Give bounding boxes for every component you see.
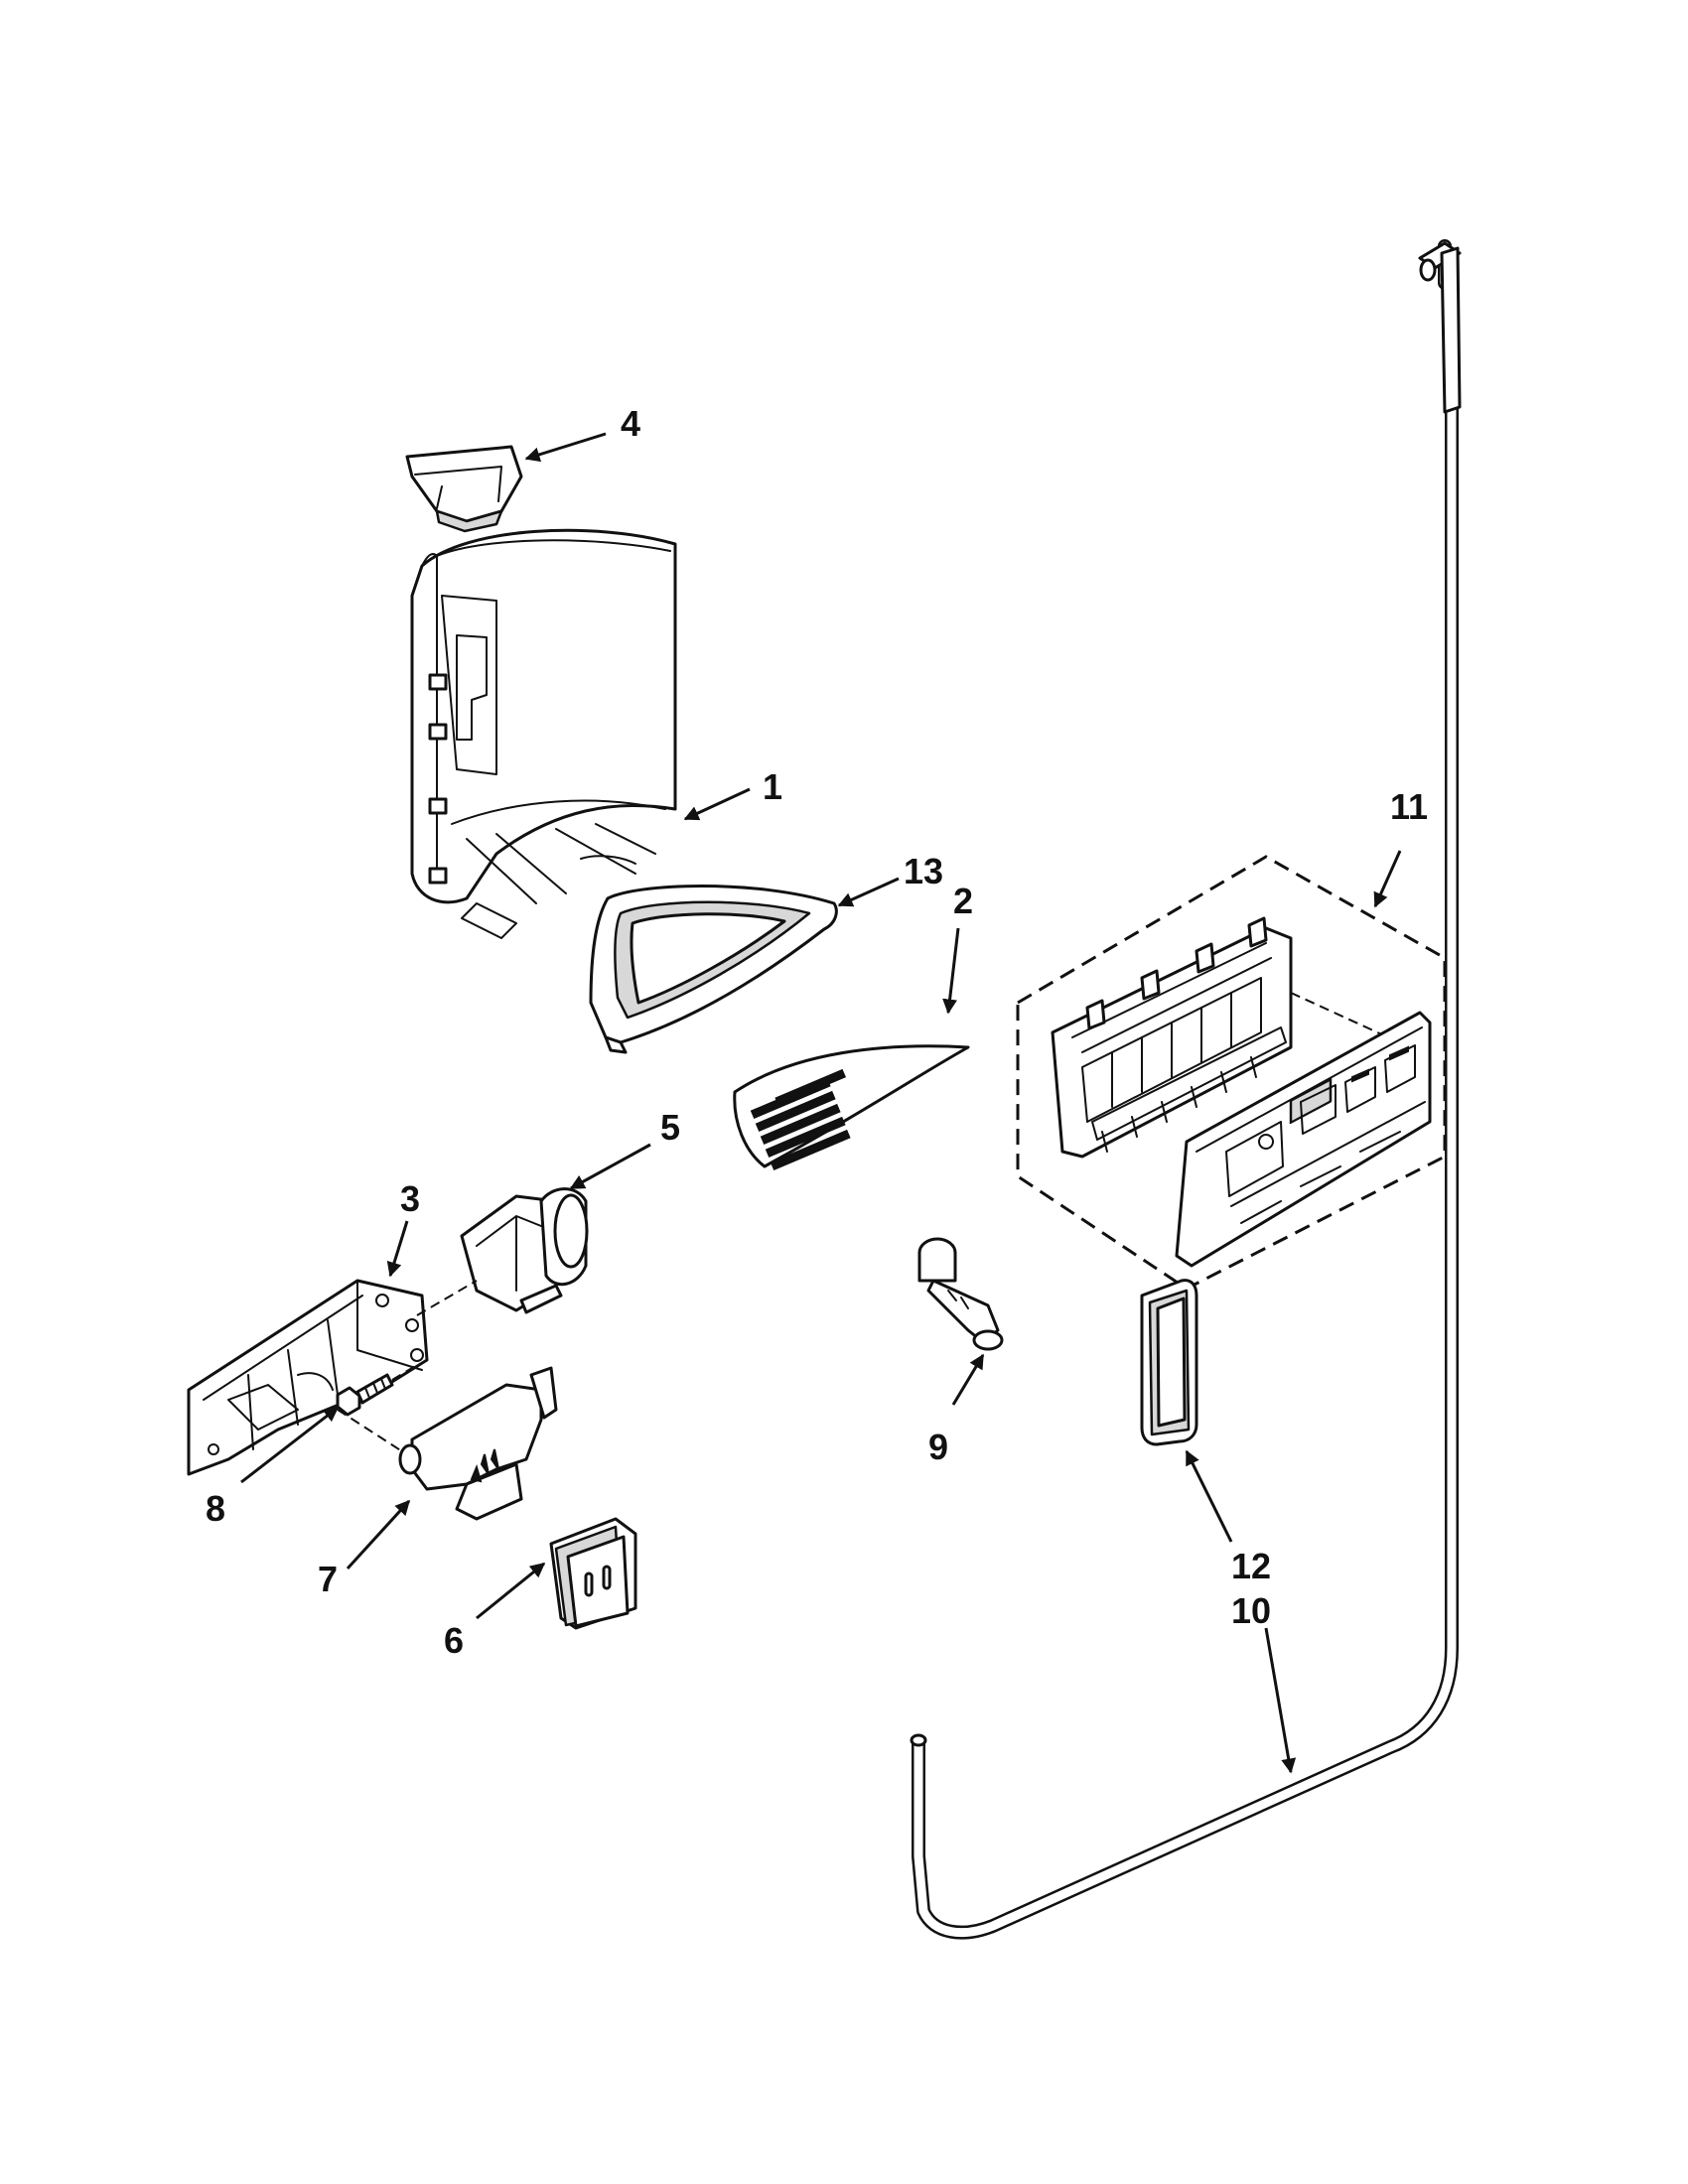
- leader-7: [346, 1499, 411, 1570]
- leader-2: [942, 927, 960, 1015]
- leader-8: [240, 1406, 340, 1484]
- leader-lines: [240, 432, 1402, 1774]
- leader-3: [386, 1220, 409, 1278]
- part-13-door-frame: [589, 885, 838, 1054]
- leader-12: [1185, 1449, 1233, 1543]
- part-2-grille: [733, 1044, 970, 1171]
- callout-3: 3: [400, 1178, 420, 1219]
- part-6-pad: [549, 1517, 637, 1630]
- leader-10: [1264, 1627, 1297, 1774]
- part-1-chute-housing: [410, 528, 677, 939]
- callout-2: 2: [953, 881, 973, 921]
- part-5-actuator: [460, 1187, 589, 1314]
- leader-11: [1373, 850, 1402, 908]
- part-10-water-tube: [910, 239, 1462, 1940]
- leader-1: [683, 787, 751, 821]
- callout-1: 1: [763, 766, 782, 807]
- callout-6: 6: [444, 1620, 464, 1661]
- part-9-water-elbow: [917, 1237, 1004, 1351]
- callout-13: 13: [904, 851, 943, 891]
- leader-5: [569, 1143, 651, 1190]
- callout-8: 8: [206, 1488, 225, 1529]
- callout-4: 4: [621, 403, 640, 444]
- callout-9: 9: [928, 1427, 948, 1467]
- callout-7: 7: [318, 1559, 338, 1599]
- leader-4: [524, 432, 607, 463]
- part-8-screw: [336, 1364, 418, 1417]
- part-7-switch: [337, 1366, 558, 1521]
- callout-11: 11: [1390, 786, 1428, 827]
- leader-13: [837, 877, 900, 907]
- part-11-control-assembly: [1016, 855, 1447, 1291]
- callout-numbers: 4 1 13 2 11 5 3 8 9 7 6 12 10: [206, 403, 1428, 1661]
- leader-9: [951, 1353, 985, 1406]
- leader-6: [476, 1562, 546, 1620]
- callout-10: 10: [1231, 1590, 1271, 1631]
- callout-5: 5: [660, 1107, 680, 1148]
- part-4-chute-cap: [405, 445, 523, 533]
- part-12-tube-cap: [1140, 1279, 1198, 1446]
- callout-12: 12: [1231, 1546, 1271, 1586]
